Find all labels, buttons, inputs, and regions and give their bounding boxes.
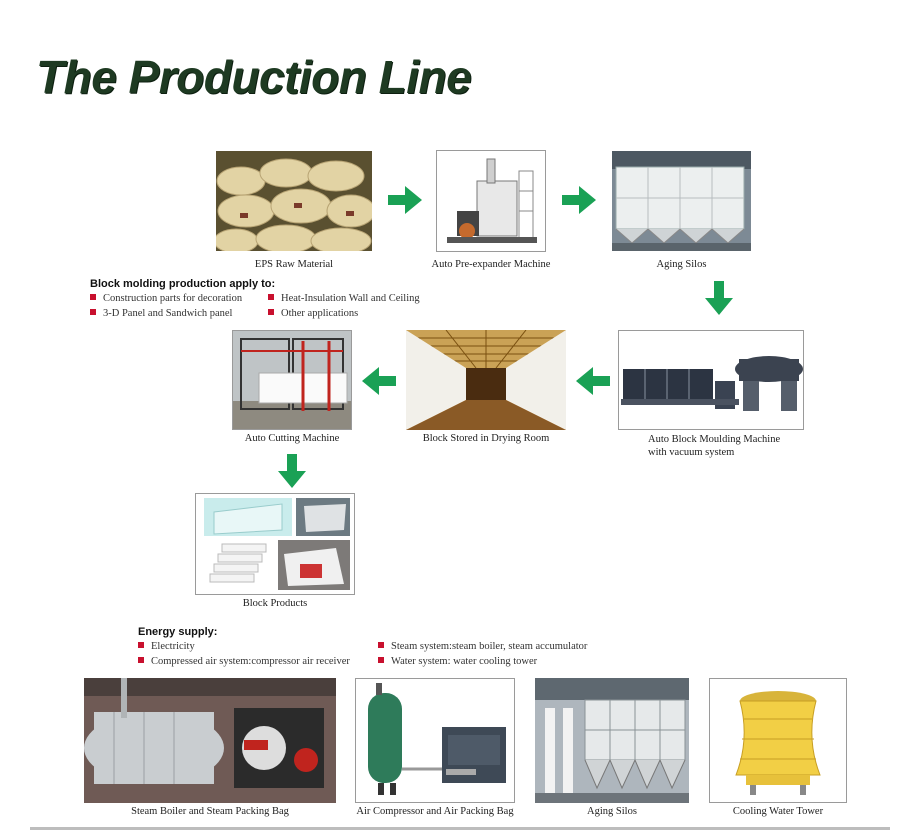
- block-apply-item: 3-D Panel and Sandwich panel: [90, 308, 232, 319]
- aging-silos-caption: Aging Silos: [656, 259, 707, 270]
- moulding-machine-photo: [618, 330, 804, 430]
- page-title: The Production Line: [36, 51, 472, 103]
- eps-caption: EPS Raw Material: [254, 259, 334, 270]
- cooling-tower-caption: Cooling Water Tower: [732, 806, 824, 817]
- block-apply-item: Heat-Insulation Wall and Ceiling: [268, 293, 420, 304]
- air-compressor-photo: [355, 678, 515, 803]
- energy-item: Steam system:steam boiler, steam accumul…: [378, 641, 587, 652]
- steam-boiler-photo: [84, 678, 336, 803]
- pre-expander-caption: Auto Pre-expander Machine: [431, 259, 551, 270]
- air-compressor-caption: Air Compressor and Air Packing Bag: [356, 806, 514, 817]
- arrow-down-icon: [705, 281, 733, 315]
- block-apply-heading: Block molding production apply to:: [90, 278, 276, 290]
- arrow-left-icon: [362, 367, 396, 395]
- block-apply-item: Other applications: [268, 308, 358, 319]
- arrow-down-icon: [278, 454, 306, 488]
- arrow-right-icon: [562, 186, 596, 214]
- aging-silos-bottom-photo: [535, 678, 689, 803]
- energy-heading: Energy supply:: [138, 626, 218, 638]
- steam-boiler-caption: Steam Boiler and Steam Packing Bag: [131, 806, 289, 817]
- energy-item: Compressed air system:compressor air rec…: [138, 656, 350, 667]
- drying-caption: Block Stored in Drying Room: [422, 433, 550, 444]
- cutting-machine-photo: [232, 330, 352, 430]
- cutting-caption: Auto Cutting Machine: [244, 433, 340, 444]
- energy-item: Water system: water cooling tower: [378, 656, 537, 667]
- aging-silos-photo: [612, 151, 751, 251]
- cooling-tower-photo: [709, 678, 847, 803]
- block-apply-item: Construction parts for decoration: [90, 293, 242, 304]
- aging-silos-bottom-caption: Aging Silos: [587, 806, 637, 817]
- energy-item: Electricity: [138, 641, 195, 652]
- block-products-caption: Block Products: [242, 598, 308, 609]
- divider: [30, 827, 890, 830]
- moulding-caption: Auto Block Moulding Machine with vacuum …: [648, 434, 781, 458]
- eps-raw-material-photo: [216, 151, 372, 251]
- arrow-left-icon: [576, 367, 610, 395]
- drying-room-photo: [406, 330, 566, 430]
- block-products-photo: [195, 493, 355, 595]
- arrow-right-icon: [388, 186, 422, 214]
- pre-expander-photo: [436, 150, 546, 252]
